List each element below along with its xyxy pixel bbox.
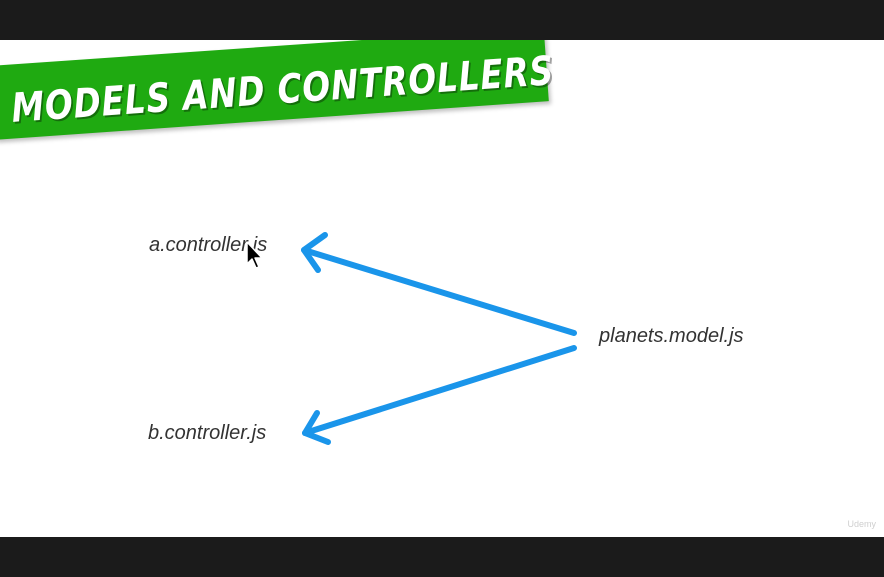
node-planets-model: planets.model.js — [599, 325, 744, 347]
watermark: Udemy — [847, 519, 876, 529]
arrow-to-a-controller — [301, 232, 577, 336]
arrow-to-b-controller — [302, 345, 577, 445]
slide: MODELS AND CONTROLLERS a.controller.js b… — [0, 40, 884, 537]
mouse-pointer-icon — [246, 241, 263, 269]
node-a-controller: a.controller.js — [149, 234, 268, 256]
letterbox-bottom — [0, 537, 884, 577]
arrows-layer — [301, 232, 577, 445]
letterbox-top — [0, 0, 884, 40]
node-b-controller: b.controller.js — [148, 422, 267, 444]
